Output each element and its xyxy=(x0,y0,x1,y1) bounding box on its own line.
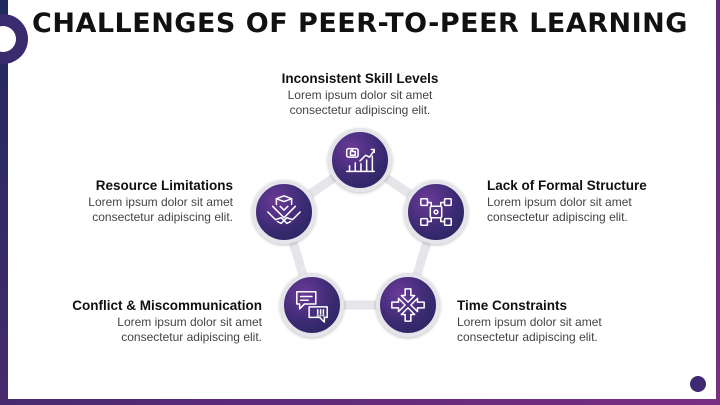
item-desc-line2: consectetur adipiscing elit. xyxy=(289,103,431,117)
item-desc-line2: consectetur adipiscing elit. xyxy=(457,330,598,344)
compress-arrows-icon xyxy=(391,288,425,322)
item-heading: Lack of Formal Structure xyxy=(487,178,647,193)
item-desc-line1: Lorem ipsum dolor sit amet xyxy=(487,195,632,209)
text-lack-of-formal-structure: Lack of Formal Structure Lorem ipsum dol… xyxy=(487,177,697,224)
item-heading: Conflict & Miscommunication xyxy=(72,298,262,313)
item-desc-line2: consectetur adipiscing elit. xyxy=(487,210,628,224)
item-heading: Resource Limitations xyxy=(95,178,233,193)
node-time-constraints xyxy=(376,273,440,337)
text-resource-limitations: Resource Limitations Lorem ipsum dolor s… xyxy=(23,177,233,224)
item-desc-line1: Lorem ipsum dolor sit amet xyxy=(117,315,262,329)
node-lack-of-formal-structure xyxy=(404,180,468,244)
node-resource-limitations xyxy=(252,180,316,244)
chat-bubbles-icon xyxy=(296,290,328,323)
item-desc-line1: Lorem ipsum dolor sit amet xyxy=(287,88,433,102)
growth-chart-thumbs-up-icon xyxy=(345,147,376,173)
network-structure-icon xyxy=(420,197,452,227)
item-desc-line1: Lorem ipsum dolor sit amet xyxy=(457,315,602,329)
corner-dot-decoration xyxy=(690,376,706,392)
text-time-constraints: Time Constraints Lorem ipsum dolor sit a… xyxy=(457,297,667,344)
slide-title: CHALLENGES OF PEER-TO-PEER LEARNING xyxy=(32,8,688,39)
text-conflict-miscommunication: Conflict & Miscommunication Lorem ipsum … xyxy=(52,297,262,344)
item-heading: Time Constraints xyxy=(457,298,568,313)
node-inconsistent-skill-levels xyxy=(328,128,392,192)
item-desc-line2: consectetur adipiscing elit. xyxy=(121,330,262,344)
helping-hands-icon xyxy=(267,195,301,225)
item-desc-line2: consectetur adipiscing elit. xyxy=(92,210,233,224)
node-conflict-miscommunication xyxy=(280,273,344,337)
slide-canvas xyxy=(8,0,716,399)
item-desc-line1: Lorem ipsum dolor sit amet xyxy=(88,195,233,209)
item-heading: Inconsistent Skill Levels xyxy=(281,71,439,86)
text-inconsistent-skill-levels: Inconsistent Skill Levels Lorem ipsum do… xyxy=(255,70,465,117)
